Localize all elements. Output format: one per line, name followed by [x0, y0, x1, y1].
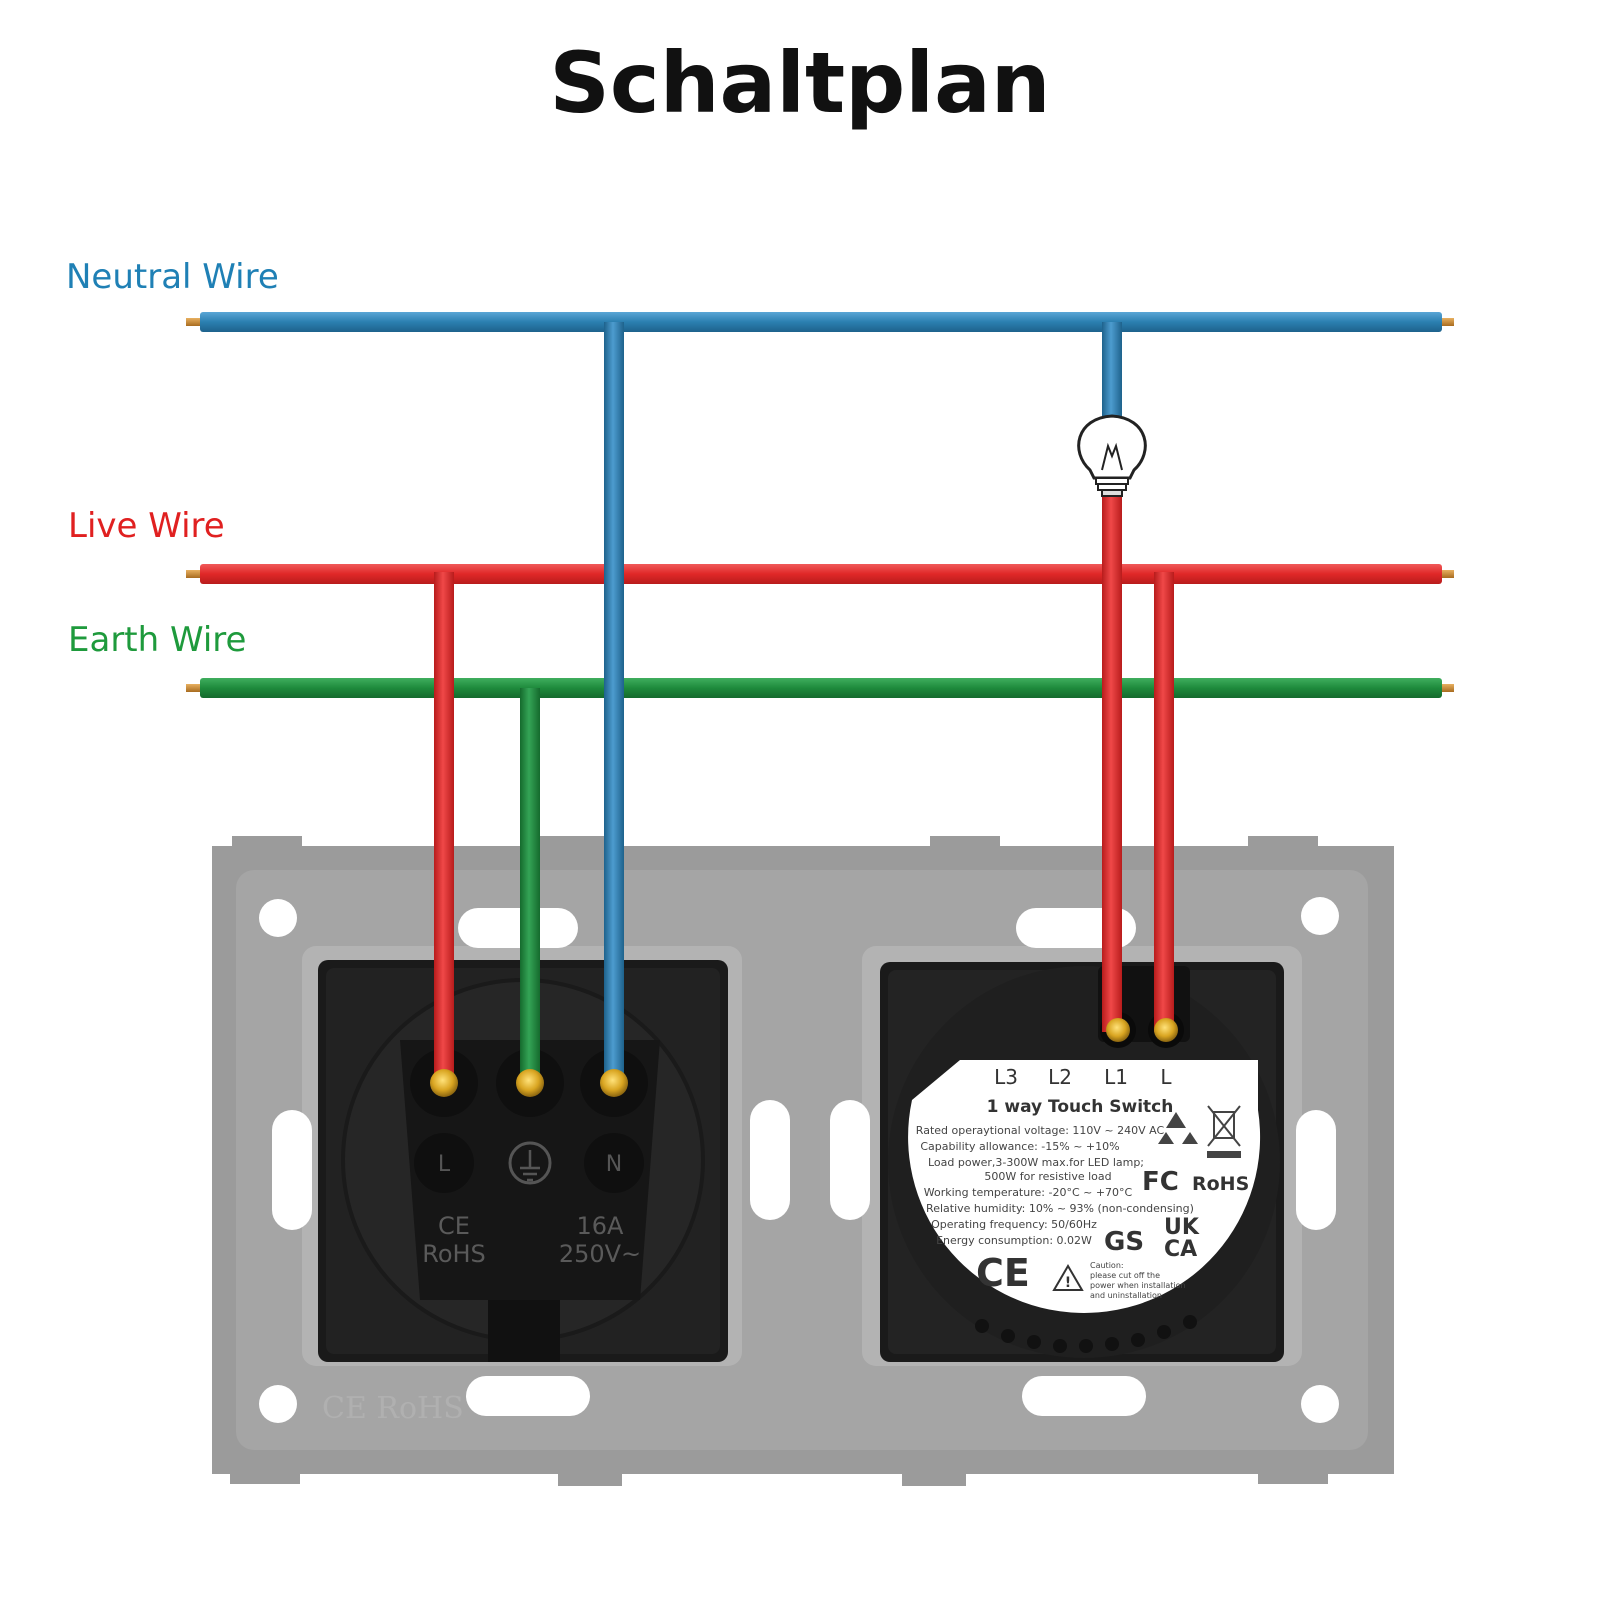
switch-spec-line: Operating frequency: 50/60Hz	[931, 1218, 1097, 1231]
socket-n-screw	[600, 1069, 628, 1097]
lamp-to-l1-wire	[1102, 492, 1122, 1032]
socket-terminal-l-marker	[414, 1133, 474, 1193]
switch-terminal-l-label: L	[1160, 1065, 1172, 1089]
switch-l-screw	[1154, 1018, 1178, 1042]
warning-icon	[1052, 1264, 1084, 1291]
switch-l1-screw	[1106, 1018, 1130, 1042]
socket-l-screw	[430, 1069, 458, 1097]
switch-spec-line: Rated operaytional voltage: 110V ~ 240V …	[916, 1124, 1165, 1137]
neutral-bus-wire	[186, 312, 1454, 332]
plate-embossed-mark: CE RoHS	[322, 1391, 464, 1426]
socket-earth-screw	[516, 1069, 544, 1097]
live-wire-label: Live Wire	[68, 506, 225, 546]
socket-voltage-rating: 250V~	[559, 1240, 641, 1268]
earth-bus-wire	[186, 678, 1454, 698]
switch-terminal-l3-label: L3	[994, 1065, 1018, 1089]
svg-text:!: !	[1065, 1275, 1071, 1291]
switch-spec-line: Capability allowance: -15% ~ +10%	[920, 1140, 1119, 1153]
socket-terminal-n-marker	[584, 1133, 644, 1193]
caution-line: power when installation	[1090, 1281, 1186, 1290]
ukca-logo-top: UK	[1164, 1215, 1200, 1240]
socket-neutral-drop-wire	[604, 322, 624, 1092]
switch-terminal-l1-label: L1	[1104, 1065, 1128, 1089]
recycle-icon	[1158, 1112, 1198, 1144]
socket-ce-mark: CE	[438, 1212, 470, 1240]
switch-spec-line: Energy consumption: 0.02W	[936, 1234, 1092, 1247]
caution-line: please cut off the	[1090, 1271, 1160, 1280]
switch-module: L3 L2 L1 L 1 way Touch Switch Rated oper…	[880, 962, 1284, 1362]
switch-live-feed-wire	[1154, 572, 1174, 1032]
socket-current-rating: 16A	[577, 1212, 625, 1240]
ukca-logo-bottom: CA	[1164, 1237, 1197, 1262]
switch-spec-line: 500W for resistive load	[984, 1170, 1111, 1183]
socket-earth-drop-wire	[520, 688, 540, 1092]
fcc-logo: FC	[1142, 1167, 1179, 1197]
socket-live-drop-wire	[434, 572, 454, 1092]
switch-spec-line: Working temperature: -20°C ~ +70°C	[924, 1186, 1133, 1199]
switch-rohs-logo: RoHS	[1192, 1173, 1249, 1195]
page-title: Schaltplan	[549, 34, 1050, 132]
switch-spec-line: Relative humidity: 10% ~ 93% (non-conden…	[926, 1202, 1194, 1215]
earth-symbol-icon	[508, 1141, 552, 1185]
switch-product-name: 1 way Touch Switch	[987, 1097, 1174, 1117]
switch-terminal-l2-label: L2	[1048, 1065, 1072, 1089]
caution-line: and uninstallation	[1090, 1291, 1162, 1300]
caution-line: Caution:	[1090, 1261, 1124, 1270]
gs-logo: GS	[1104, 1227, 1144, 1257]
switch-spec-line: Load power,3-300W max.for LED lamp;	[928, 1156, 1144, 1169]
light-bulb-icon	[1077, 414, 1147, 497]
crossed-bin-icon	[1207, 1105, 1241, 1158]
switch-ce-logo: CE	[976, 1251, 1030, 1295]
socket-terminal-n-label: N	[606, 1152, 622, 1177]
lamp-neutral-drop-wire	[1102, 322, 1122, 418]
live-bus-wire	[186, 564, 1454, 584]
earth-wire-label: Earth Wire	[68, 620, 246, 660]
neutral-wire-label: Neutral Wire	[66, 257, 279, 297]
socket-rohs-mark: RoHS	[422, 1240, 486, 1268]
socket-terminal-l-label: L	[438, 1152, 451, 1177]
